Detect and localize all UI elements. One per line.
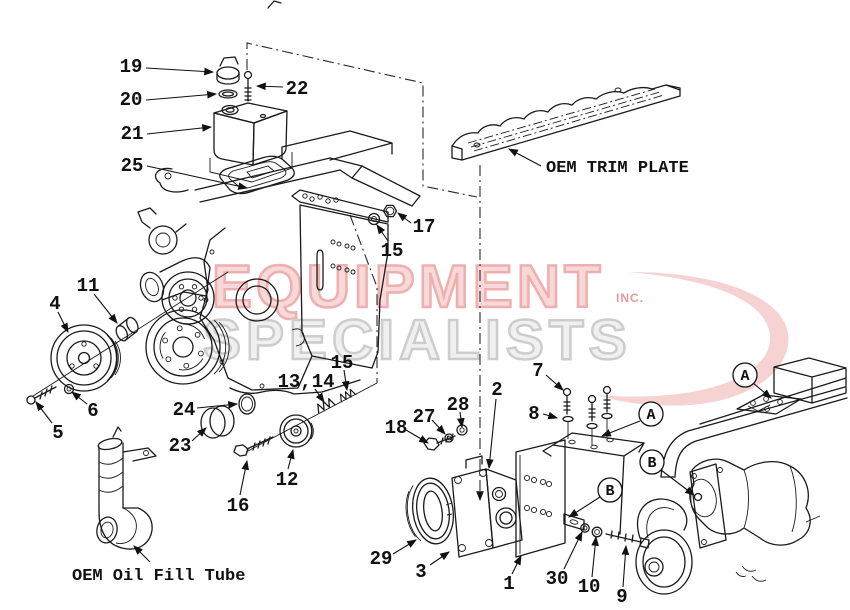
callout-24-leader: [196, 401, 239, 409]
callout-21: 21: [121, 123, 144, 145]
view-marker-circle-A: [732, 362, 758, 388]
frame-side-view: [635, 357, 848, 595]
callout-16-leader: [239, 459, 249, 496]
callout-25-leader: [146, 165, 249, 190]
callout-17-leader: [397, 212, 412, 224]
oil-fill-tube-label-leader: [133, 545, 151, 563]
callout-21-leader: [146, 124, 213, 135]
callout-4: 4: [49, 293, 60, 315]
view-marker-circle-B: [639, 449, 665, 475]
watermark-text-inc: INC.: [616, 291, 644, 305]
engine-block: [137, 130, 421, 395]
callout-15: 15: [331, 352, 354, 374]
view-marker-B-3-leader: [660, 469, 695, 496]
callout-28: 28: [447, 394, 470, 416]
callout-16: 16: [227, 495, 250, 517]
view-marker-B: B: [639, 449, 665, 475]
callout-7-leader: [545, 374, 564, 391]
view-marker-circle-B: [597, 477, 623, 503]
callout-1-leader: [511, 555, 522, 575]
pump-assembly: [405, 385, 650, 558]
callout-18: 18: [385, 417, 408, 439]
callout-15-leader: [376, 224, 389, 242]
view-marker-B-2-leader: [568, 496, 601, 518]
view-marker-label-A: A: [740, 368, 749, 385]
callout-18-leader: [405, 429, 429, 444]
callout-5: 5: [52, 422, 63, 444]
callout-30-leader: [563, 531, 583, 570]
callout-10: 10: [578, 576, 601, 598]
oil-fill-tube: [96, 426, 157, 550]
callout-2-leader: [486, 398, 497, 470]
callout-25: 25: [121, 155, 144, 177]
callout-3-leader: [429, 551, 450, 566]
callout-24: 24: [173, 399, 196, 421]
callout-1: 1: [503, 573, 514, 595]
callout-6: 6: [87, 400, 98, 422]
callout-15-leader: [341, 369, 350, 392]
callout-28-leader: [457, 411, 465, 429]
trim-plate: [451, 84, 681, 161]
callout-2: 2: [491, 379, 502, 401]
callout-3: 3: [415, 561, 426, 583]
callout-23-leader: [191, 427, 207, 442]
idler-pulley-group: [26, 316, 139, 405]
callout-13,14: 13,14: [277, 371, 334, 393]
callout-8: 8: [528, 403, 539, 425]
callout-4-leader: [57, 311, 69, 333]
view-marker-label-B: B: [647, 455, 656, 472]
callout-22-leader: [255, 82, 284, 91]
view-marker-circle-A: [638, 401, 664, 427]
view-marker-A: A: [638, 401, 664, 427]
view-marker-B: B: [597, 477, 623, 503]
callout-22: 22: [286, 78, 309, 100]
view-marker-label-B: B: [605, 483, 614, 500]
view-marker-label-A: A: [646, 407, 655, 424]
callout-20: 20: [120, 89, 143, 111]
callout-9: 9: [616, 586, 627, 608]
callout-5-leader: [35, 401, 53, 424]
tensioner-parts-group: [200, 204, 398, 457]
callout-17: 17: [413, 216, 436, 238]
view-marker-A-1-leader: [752, 382, 772, 399]
callout-11-leader: [93, 293, 118, 324]
callout-23: 23: [169, 435, 192, 457]
reservoir-assembly: [209, 56, 295, 195]
callout-19: 19: [120, 56, 143, 78]
callout-8-leader: [542, 411, 559, 420]
view-marker-A: A: [732, 362, 758, 388]
callout-27: 27: [413, 406, 436, 428]
callout-15: 15: [381, 240, 404, 262]
callout-20-leader: [145, 90, 218, 101]
watermark-text-specialists: SPECIALISTS: [202, 307, 632, 374]
callout-9-leader: [621, 544, 630, 588]
callout-29-leader: [392, 539, 417, 555]
callout-13,14-leader: [314, 388, 325, 403]
callout-6-leader: [71, 391, 88, 405]
callout-30: 30: [546, 568, 569, 590]
callout-29: 29: [370, 548, 393, 570]
callout-19-leader: [145, 67, 215, 76]
oil-fill-tube-label: OEM Oil Fill Tube: [72, 567, 245, 586]
callout-27-leader: [431, 419, 446, 435]
trim-plate-label: OEM TRIM PLATE: [546, 159, 689, 178]
view-marker-A-0-leader: [600, 420, 641, 437]
trim-plate-label-leader: [508, 148, 542, 167]
callout-7: 7: [532, 360, 543, 382]
callout-11: 11: [77, 275, 100, 297]
callout-12-leader: [287, 448, 295, 470]
callout-10-leader: [591, 535, 599, 578]
callout-12: 12: [276, 469, 299, 491]
